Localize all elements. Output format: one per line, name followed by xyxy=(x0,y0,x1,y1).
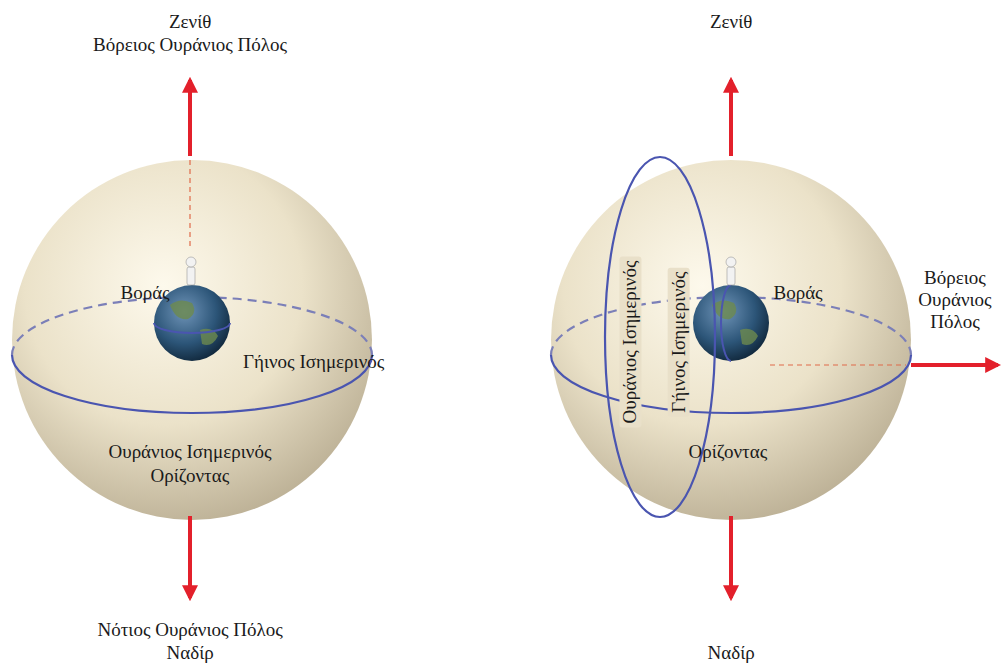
sphere-label: Ναδίρ xyxy=(167,642,214,664)
sphere-label: Βοράς xyxy=(774,282,823,304)
sphere-label: Βόρειος Ουράνιος Πόλος xyxy=(909,267,1001,333)
sphere-label: Βοράς xyxy=(121,282,170,304)
sphere-label: Ουράνιος Ισημερινός xyxy=(109,441,272,463)
sphere-label: Ουράνιος Ισημερινός xyxy=(619,257,641,428)
celestial-sphere xyxy=(12,80,372,598)
sphere-label: Ναδίρ xyxy=(708,642,755,664)
sphere-label: Ζενίθ xyxy=(169,11,211,33)
sphere-label: Ορίζοντας xyxy=(689,441,768,463)
sphere-label: Γήινος Ισημερινός xyxy=(243,351,384,373)
celestial-sphere xyxy=(551,80,998,598)
sphere-label: Ζενίθ xyxy=(710,11,752,33)
sphere-label: Νότιος Ουράνιος Πόλος xyxy=(98,619,283,641)
sphere-label: Γήινος Ισημερινός xyxy=(667,267,689,416)
sphere-label: Βόρειος Ουράνιος Πόλος xyxy=(93,34,287,56)
sphere-label: Ορίζοντας xyxy=(151,465,230,487)
